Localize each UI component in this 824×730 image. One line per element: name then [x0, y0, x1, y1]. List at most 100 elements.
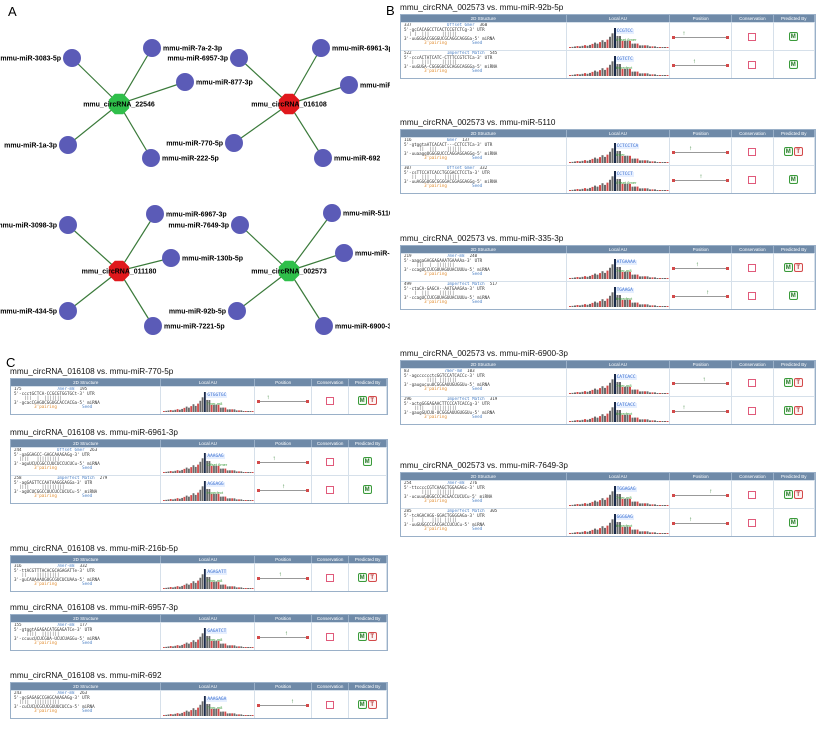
mirna-sequence: 3'-ccagUCCUCGUUAGUUACUUUu-5' miRNA: [404, 294, 490, 300]
conservation-checkbox[interactable]: [748, 263, 757, 272]
au-bar: [596, 417, 599, 422]
au-bar: [199, 400, 202, 412]
au-bar: [243, 500, 245, 501]
column-header: Conservation: [732, 246, 774, 253]
au-bar: [165, 471, 168, 473]
au-bar: [646, 188, 649, 191]
au-bar: [236, 714, 239, 716]
au-bar: [646, 503, 649, 506]
conservation-cell: [732, 282, 774, 309]
au-bar: [170, 471, 173, 473]
conservation-checkbox[interactable]: [748, 518, 757, 527]
conservation-checkbox[interactable]: [748, 490, 757, 499]
mirna-label: mmu-miR-7221-5p: [164, 324, 225, 331]
conservation-checkbox[interactable]: [748, 406, 757, 415]
au-bar: [227, 409, 229, 412]
utr-sequence: 5'-ctaCA-GAGCA--AATGAAGAa-3' UTR: [404, 285, 485, 291]
au-bar: [633, 71, 636, 76]
utr-sequence: 5'-agcccccctcGGTCCATCACCc-3' UTR: [404, 372, 485, 378]
conservation-checkbox[interactable]: [748, 175, 757, 184]
au-bar: [606, 67, 609, 76]
au-bar: [641, 276, 644, 279]
conservation-checkbox[interactable]: [326, 573, 335, 582]
position-marker: ↑: [290, 699, 294, 706]
conservation-checkbox[interactable]: [748, 32, 757, 41]
au-bar: [240, 499, 243, 501]
column-header: Conservation: [312, 683, 350, 690]
pairing-label: 3'pairing: [34, 404, 57, 410]
conservation-checkbox[interactable]: [326, 396, 335, 405]
conservation-checkbox[interactable]: [326, 700, 335, 709]
column-header: Predicted By: [349, 615, 387, 622]
conservation-checkbox[interactable]: [326, 457, 335, 466]
au-bar: [613, 402, 616, 422]
site-start: 296: [404, 397, 412, 401]
au-bar: [601, 386, 604, 394]
targetscan-badge: T: [367, 572, 377, 582]
au-bar: [661, 190, 664, 191]
conservation-checkbox[interactable]: [326, 485, 335, 494]
au-bar: [195, 494, 198, 501]
mirna-sequence: 3'-agUCUCGGCCUUCUCCUCUCu-5' miRNA: [14, 488, 98, 494]
au-bar: [653, 305, 656, 307]
au-bar: [573, 161, 576, 163]
au-bar: [641, 73, 644, 76]
au-bar: [623, 40, 626, 48]
au-bar: [623, 386, 626, 394]
au-bar: [181, 408, 184, 412]
au-bar: [591, 529, 594, 534]
site-end: 517: [489, 282, 498, 286]
au-bar: [613, 28, 616, 48]
conservation-checkbox[interactable]: [748, 291, 757, 300]
au-bar: [638, 276, 641, 279]
site-header-line: 244 Offset 6mer 263: [14, 448, 100, 453]
au-bar: [651, 189, 654, 191]
site-type: Offset 6mer: [446, 23, 475, 27]
column-header: 2D Structure: [401, 15, 567, 22]
site-end: 545: [489, 51, 498, 55]
au-bar: [593, 157, 596, 163]
card-title: mmu_circRNA_016108 vs. mmu-miR-216b-5p: [10, 544, 178, 553]
site-sequence: TGGAGAG: [615, 487, 637, 492]
card-title: mmu_circRNA_002573 vs. mmu-miR-92b-5p: [400, 3, 564, 12]
conservation-checkbox[interactable]: [748, 378, 757, 387]
au-bar: [616, 150, 619, 163]
au-bar: [643, 45, 646, 48]
network-3: mmu-miR-3098-3pmmu-miR-6967-3pmmu-miR-13…: [0, 205, 243, 335]
au-bar: [618, 295, 621, 307]
au-bar: [628, 526, 631, 534]
au-bar: [643, 304, 646, 307]
base-pairs: |||| |||||||: [404, 489, 455, 495]
seed-label: Seed: [472, 498, 483, 504]
au-bar: [651, 420, 654, 422]
au-bar: [636, 417, 639, 422]
au-bar: [666, 162, 669, 163]
conservation-checkbox[interactable]: [326, 632, 335, 641]
au-bar: [195, 641, 198, 648]
mirna-node: [228, 302, 246, 320]
au-bar: [621, 299, 624, 307]
au-bar: [596, 501, 599, 506]
au-bar: [188, 496, 191, 501]
network-edge: [118, 81, 186, 105]
local-au-plot: [163, 628, 254, 648]
au-bar: [172, 587, 175, 589]
au-bar: [651, 46, 654, 48]
au-bar: [628, 299, 631, 307]
site-type-note: 7mer-m8: [615, 268, 632, 273]
au-bar: [586, 419, 589, 422]
conservation-checkbox[interactable]: [748, 147, 757, 156]
au-bar: [229, 498, 232, 501]
au-bar: [621, 183, 624, 191]
conservation-checkbox[interactable]: [748, 60, 757, 69]
